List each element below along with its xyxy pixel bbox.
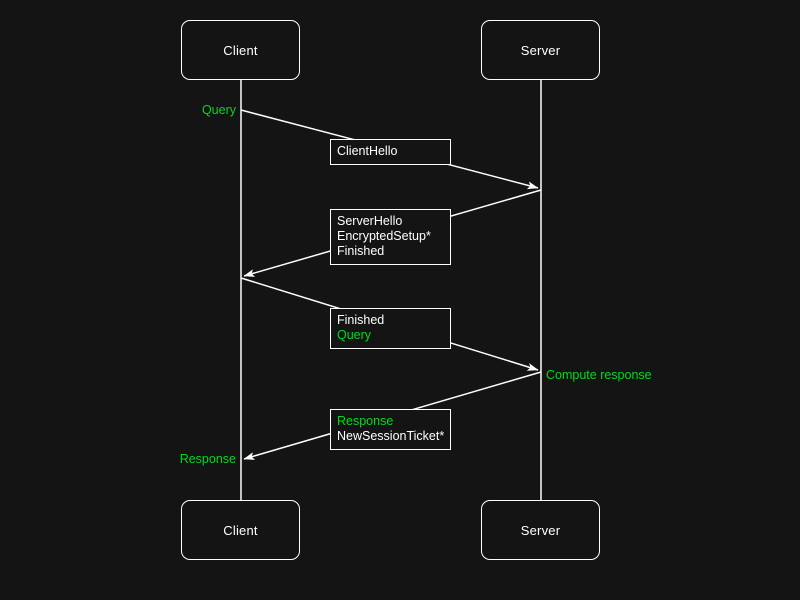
- message-line: ServerHello: [337, 214, 403, 228]
- message-box-finished-query: Finished Query: [330, 308, 451, 349]
- note-compute-response: Compute response: [546, 368, 652, 382]
- message-line: Query: [337, 328, 372, 342]
- message-line: ClientHello: [337, 144, 398, 158]
- participant-header-client-label: Client: [223, 42, 258, 58]
- message-line: Finished: [337, 313, 385, 327]
- message-line: Response: [337, 414, 394, 428]
- note-query: Query: [201, 103, 236, 117]
- message-line: EncryptedSetup*: [337, 229, 431, 243]
- participant-footer-server-label: Server: [520, 522, 561, 538]
- message-line: NewSessionTicket*: [337, 429, 445, 443]
- message-box-response: Response NewSessionTicket*: [330, 409, 451, 450]
- message-line: Finished: [337, 244, 385, 258]
- message-box-client-hello: ClientHello: [330, 139, 451, 165]
- participant-header-client: Client: [181, 20, 300, 80]
- participant-footer-client: Client: [181, 500, 300, 560]
- participant-header-server-label: Server: [520, 42, 561, 58]
- participant-footer-server: Server: [481, 500, 600, 560]
- participant-header-server: Server: [481, 20, 600, 80]
- note-response: Response: [179, 452, 236, 466]
- participant-footer-client-label: Client: [223, 522, 258, 538]
- message-box-server-hello: ServerHello EncryptedSetup* Finished: [330, 209, 451, 265]
